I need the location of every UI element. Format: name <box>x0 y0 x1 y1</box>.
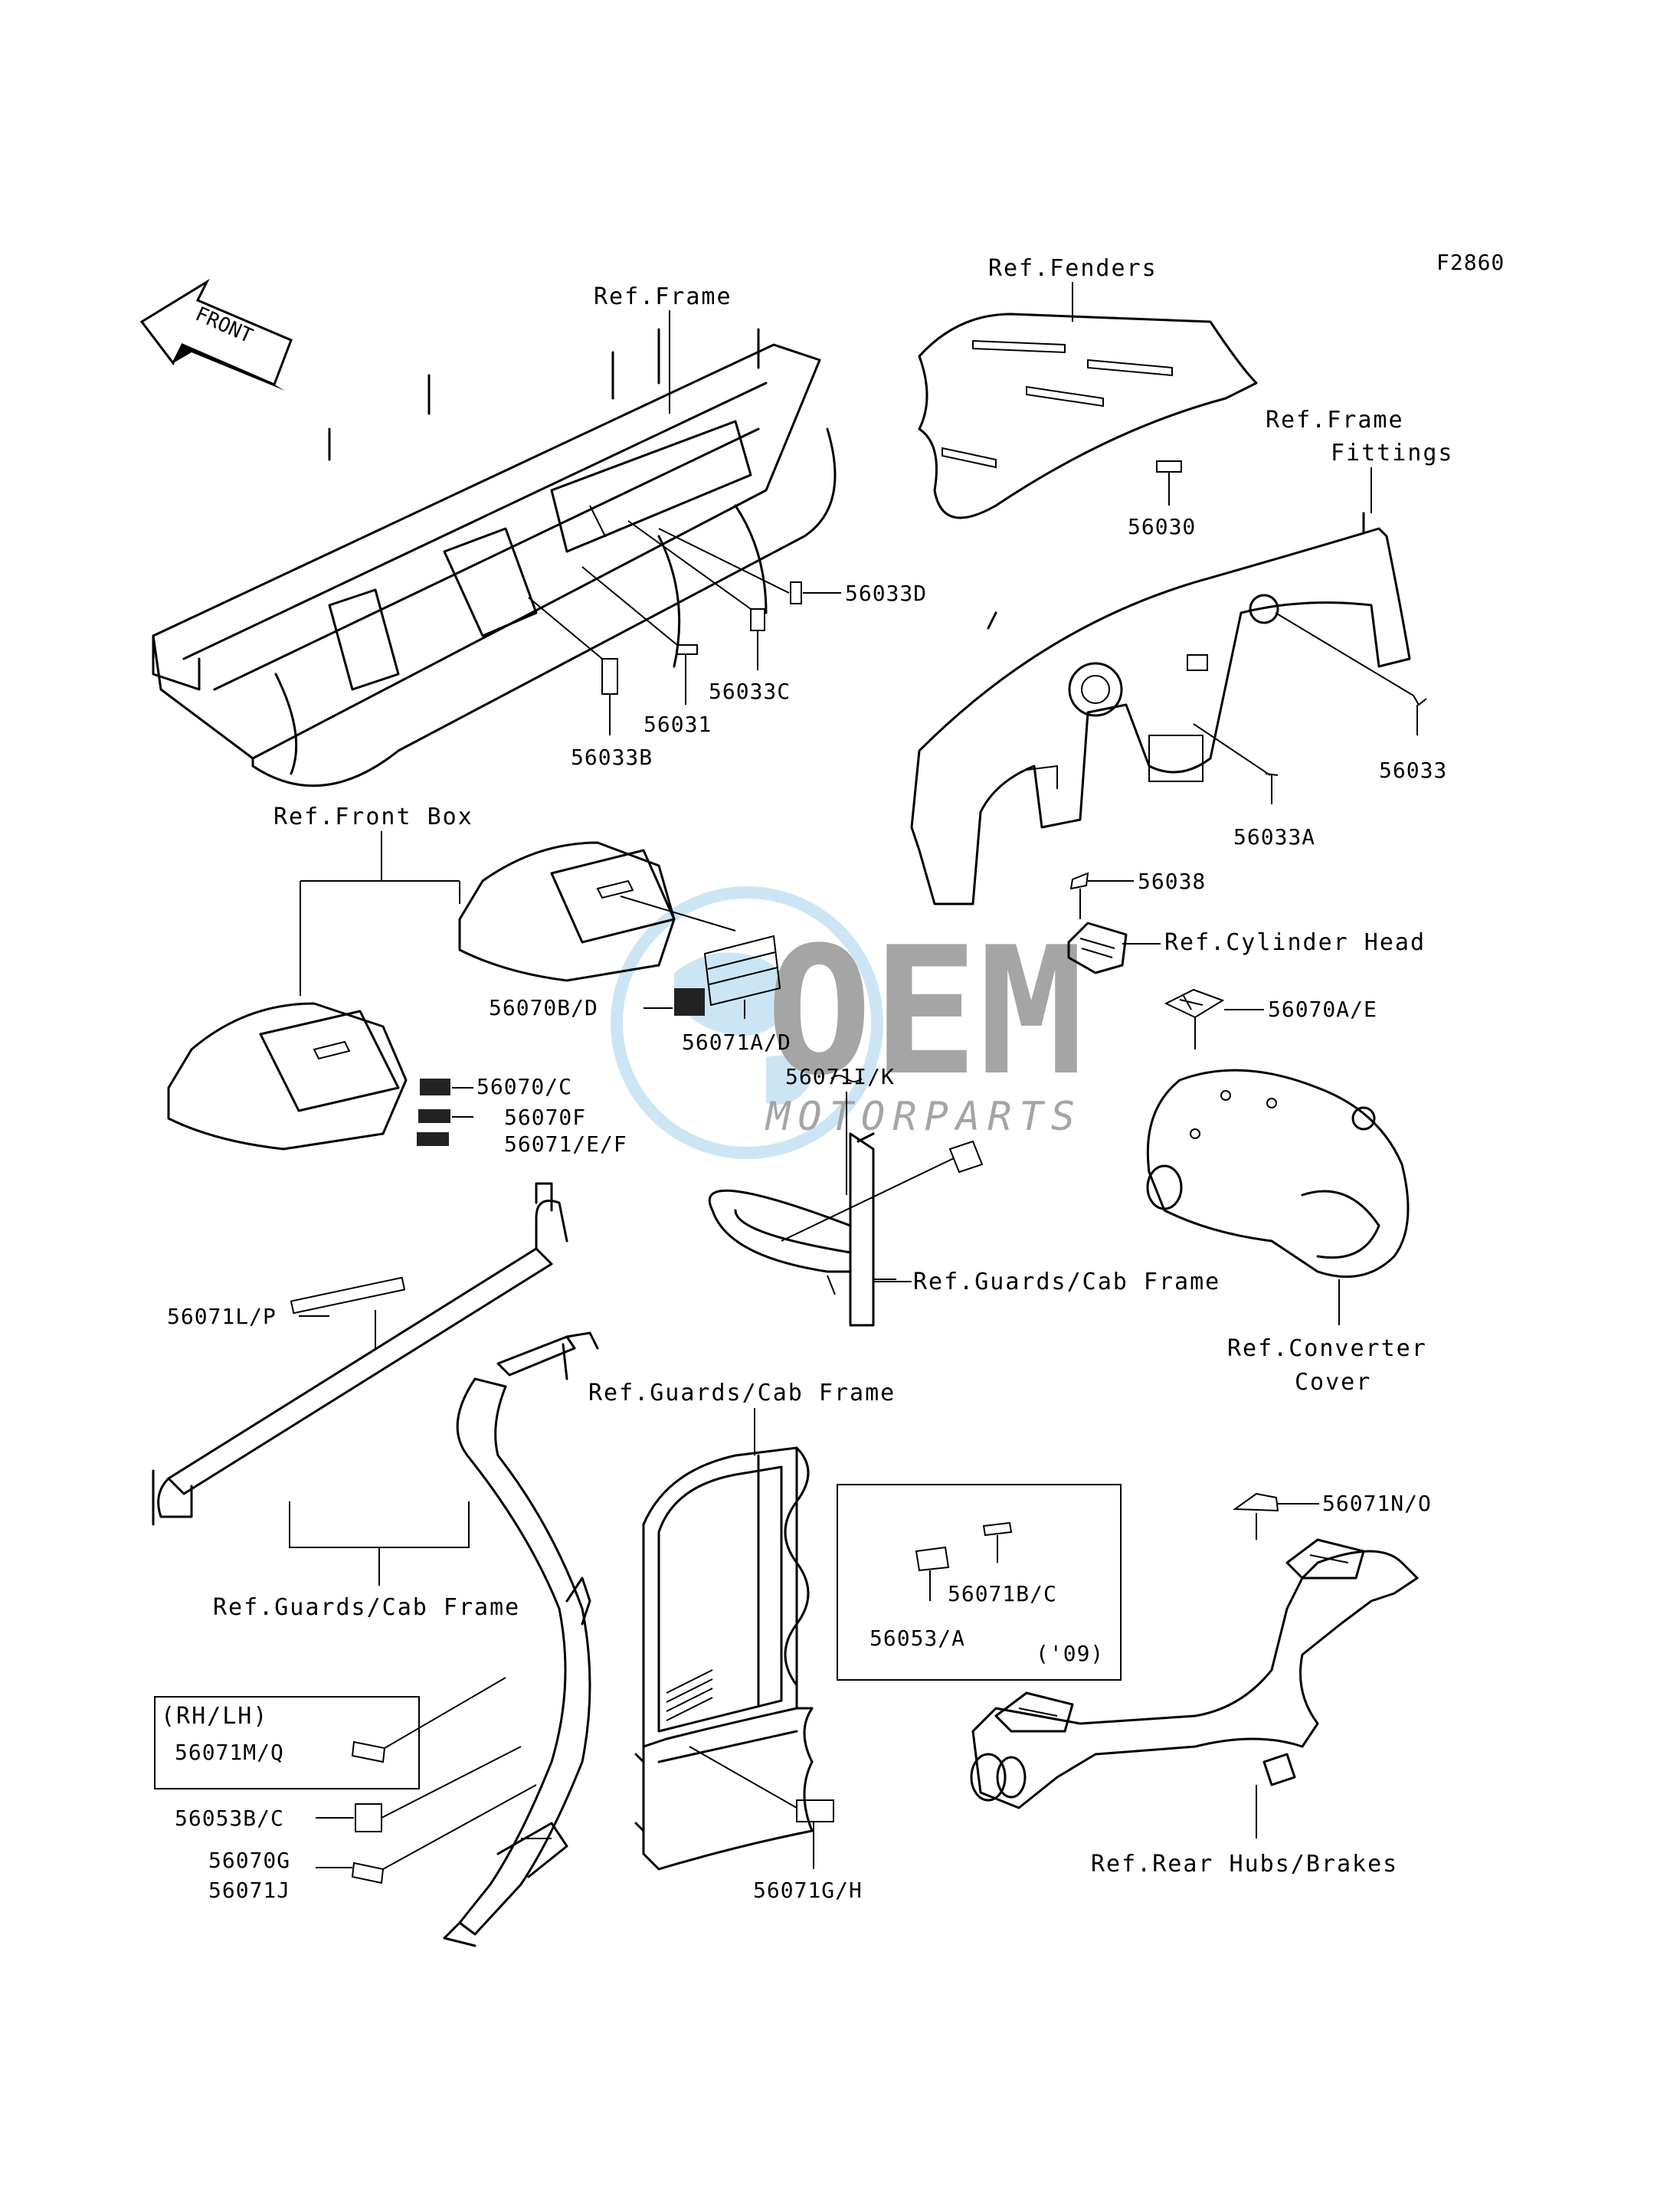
part-56071NO: 56071N/O <box>1322 1491 1432 1516</box>
decal-56071BC <box>982 1521 1013 1537</box>
part-56053BC: 56053B/C <box>175 1806 284 1831</box>
cab-frame-panel-illustration <box>634 1446 814 1871</box>
part-56070G: 56070G <box>208 1848 290 1873</box>
decal-56070BD <box>674 988 705 1016</box>
part-56070C: 56070/C <box>476 1074 572 1099</box>
year-09-callout-box <box>837 1484 1122 1681</box>
year-09-label: ('09) <box>1036 1641 1104 1666</box>
part-56071EF: 56071/E/F <box>504 1131 627 1157</box>
part-56031: 56031 <box>644 712 712 737</box>
handrail-illustration <box>152 1182 568 1526</box>
ref-frame-fittings-label-1: Ref.Frame <box>1266 407 1404 434</box>
decal-56070F <box>418 1109 450 1123</box>
front-box-upper-illustration <box>458 841 676 982</box>
ref-guards-cab-frame-label-1: Ref.Guards/Cab Frame <box>913 1269 1220 1295</box>
ref-frame-fittings-label-2: Fittings <box>1331 440 1454 467</box>
part-56033A: 56033A <box>1233 824 1315 850</box>
ref-guards-cab-frame-label-3: Ref.Guards/Cab Frame <box>588 1380 896 1406</box>
decal-56071GH <box>796 1799 834 1822</box>
part-56070BD: 56070B/D <box>489 995 598 1020</box>
oem-watermark: OEM MOTORPARTS <box>611 886 1084 1159</box>
ref-guards-cab-frame-label-2: Ref.Guards/Cab Frame <box>213 1594 520 1621</box>
decal-56071LP <box>290 1276 406 1315</box>
decal-56033C <box>750 608 765 631</box>
part-56033B: 56033B <box>571 745 653 770</box>
part-56071J: 56071J <box>208 1878 290 1903</box>
ref-cylinder-head-label: Ref.Cylinder Head <box>1164 929 1426 956</box>
frame-fittings-illustration <box>910 512 1411 905</box>
decal-56053BC <box>355 1803 382 1832</box>
side-guard-illustration <box>443 1331 599 1947</box>
decal-56033D <box>790 581 802 604</box>
ref-frame-label: Ref.Frame <box>594 283 732 310</box>
cab-guard-center-illustration <box>708 1132 896 1327</box>
rear-hubs-illustration <box>970 1538 1419 1809</box>
diagram-code: F2860 <box>1436 250 1505 275</box>
ref-fenders-label: Ref.Fenders <box>988 255 1158 282</box>
decal-56033B <box>601 658 618 695</box>
frame-illustration <box>152 328 837 787</box>
decal-56031 <box>676 644 698 655</box>
decal-56071IK <box>948 1140 984 1174</box>
part-56071MQ: 56071M/Q <box>175 1740 284 1765</box>
front-arrow: FRONT <box>139 278 293 391</box>
watermark-brand: OEM <box>766 910 1084 1115</box>
converter-cover-illustration <box>1146 1069 1410 1279</box>
ref-converter-cover-label-2: Cover <box>1295 1369 1371 1396</box>
front-box-lower-illustration <box>167 1002 408 1151</box>
ref-converter-cover-label-1: Ref.Converter <box>1227 1335 1427 1362</box>
part-56071BC: 56071B/C <box>948 1581 1057 1606</box>
part-56071IK: 56071I/K <box>785 1064 895 1089</box>
part-56038: 56038 <box>1138 869 1206 894</box>
watermark-sub: MOTORPARTS <box>765 1094 1082 1140</box>
part-56033C: 56033C <box>709 679 791 704</box>
decal-56053A <box>915 1546 950 1572</box>
part-56053A: 56053/A <box>869 1626 965 1651</box>
ref-rear-hubs-brakes-label: Ref.Rear Hubs/Brakes <box>1091 1851 1398 1878</box>
part-56030: 56030 <box>1128 514 1196 539</box>
part-56071GH: 56071G/H <box>753 1878 863 1903</box>
part-56071AD: 56071A/D <box>682 1030 791 1055</box>
part-56071LP: 56071L/P <box>167 1304 277 1329</box>
decal-56038 <box>1069 872 1089 890</box>
decal-56070AE <box>1164 988 1225 1019</box>
fenders-illustration <box>918 313 1258 519</box>
rh-lh-callout-box <box>154 1696 420 1789</box>
part-56033: 56033 <box>1379 758 1447 783</box>
cylinder-head-illustration <box>1067 922 1128 974</box>
ref-front-box-label: Ref.Front Box <box>273 804 473 830</box>
decal-56070C <box>420 1079 450 1095</box>
part-56070AE: 56070A/E <box>1268 997 1377 1022</box>
decal-56071MQ <box>351 1740 386 1763</box>
decal-56033 <box>1413 695 1427 706</box>
decal-56071AD <box>703 935 781 1007</box>
part-56070F: 56070F <box>504 1105 586 1130</box>
decal-56070G-56071J <box>351 1861 385 1884</box>
part-56033D: 56033D <box>845 581 927 606</box>
decal-56071NO <box>1233 1492 1279 1512</box>
decal-56030 <box>1156 460 1182 473</box>
decal-56071EF <box>417 1132 449 1146</box>
rh-lh-label: (RH/LH) <box>161 1703 268 1730</box>
